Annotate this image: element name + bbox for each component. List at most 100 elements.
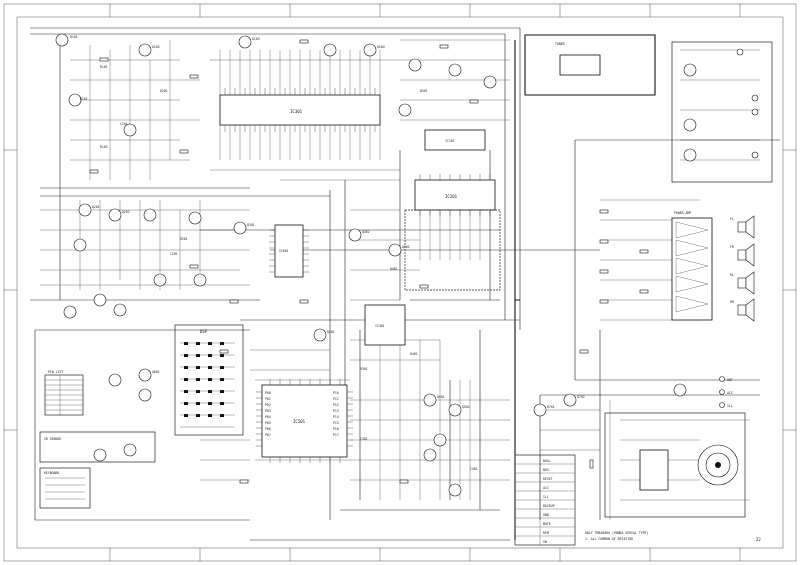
top-right-box: [671, 41, 773, 183]
svg-text:RESET: RESET: [543, 477, 553, 481]
ic-tuner-label: IC101: [445, 139, 455, 143]
pin-list-table: [44, 374, 84, 416]
svg-text:Q401: Q401: [327, 330, 335, 334]
svg-text:GND: GND: [543, 513, 549, 517]
right-label-ant: ANT: [727, 378, 733, 382]
svg-text:P14: P14: [333, 415, 339, 419]
ic-lcd-driver: [269, 224, 309, 278]
speaker-fr-icon: [737, 243, 755, 267]
svg-text:Q202: Q202: [122, 210, 130, 214]
speaker-rr-icon: [737, 298, 755, 322]
dsp-label: DSP: [200, 329, 208, 334]
speaker-fl-label: FL: [730, 217, 734, 221]
bus-lines: [30, 27, 780, 541]
svg-text:R201: R201: [180, 237, 188, 241]
pin-list-label: PIN LIST: [48, 370, 63, 374]
svg-text:R102: R102: [100, 145, 108, 149]
svg-text:ILL: ILL: [543, 495, 549, 499]
svg-text:Q601: Q601: [152, 370, 160, 374]
tuner-block: [524, 34, 656, 96]
tuner-label: TUNER: [555, 42, 565, 46]
svg-text:P17: P17: [333, 433, 339, 437]
connector-table: [514, 454, 576, 546]
note-2: 1. ALL COMMON OF RESISTOR: [585, 537, 633, 541]
svg-text:P15: P15: [333, 421, 339, 425]
speaker-fr-label: FR: [730, 245, 734, 249]
ic-mcu: [256, 379, 353, 463]
svg-text:R101: R101: [100, 65, 108, 69]
svg-text:D301: D301: [420, 89, 428, 93]
power-amp-label: POWER AMP: [674, 211, 691, 215]
svg-text:C201: C201: [170, 252, 178, 256]
svg-text:P04: P04: [265, 415, 271, 419]
svg-text:Q201: Q201: [92, 205, 100, 209]
ic-eq-label: IC201: [445, 194, 458, 199]
speaker-rl-icon: [737, 271, 755, 295]
svg-text:P00: P00: [265, 391, 271, 395]
right-label-acc: ACC: [727, 391, 733, 395]
speaker-rl-label: RL: [730, 273, 734, 277]
svg-text:Q702: Q702: [577, 395, 585, 399]
note-1: ONLY TRB4000U (HONDA SERIAL TYPE): [585, 531, 648, 535]
svg-text:P02: P02: [265, 403, 271, 407]
svg-text:P05: P05: [265, 421, 271, 425]
svg-text:ACC: ACC: [543, 486, 549, 490]
svg-text:Q104: Q104: [377, 45, 385, 49]
inner-frame: [16, 16, 784, 549]
keyboard-block: [39, 467, 91, 509]
svg-text:D401: D401: [390, 267, 398, 271]
transistors: [55, 33, 697, 497]
svg-text:C301: C301: [360, 437, 368, 441]
svg-text:Q302: Q302: [362, 230, 370, 234]
outer-frame: [3, 3, 797, 562]
svg-text:P13: P13: [333, 409, 339, 413]
speaker-fl-icon: [737, 215, 755, 239]
ic-main-label: IC301: [290, 109, 303, 114]
passive-components: [89, 39, 649, 484]
svg-text:Q502: Q502: [462, 405, 470, 409]
mechanism-block: [604, 412, 746, 518]
svg-text:Q103: Q103: [252, 37, 260, 41]
svg-text:P16: P16: [333, 427, 339, 431]
wiring-top-left: [40, 40, 250, 290]
ic-tuner: [424, 129, 486, 151]
svg-text:Q101: Q101: [70, 35, 78, 39]
mcu-pin-labels: P00 P01 P02 P03 P04 P05 P06 P07 P10 P11 …: [265, 391, 339, 437]
svg-text:Q402: Q402: [402, 245, 410, 249]
ic-amp: [364, 304, 406, 346]
svg-text:Q701: Q701: [547, 405, 555, 409]
svg-text:C401: C401: [470, 467, 478, 471]
svg-text:SW: SW: [543, 540, 547, 544]
dsp-block: [174, 324, 244, 436]
svg-text:R301: R301: [360, 367, 368, 371]
part-labels: Q101 Q102 Q103 Q104 Q201 Q202 Q301 Q302 …: [70, 35, 585, 471]
svg-text:C101: C101: [120, 122, 128, 126]
frame-ticks: [4, 4, 796, 561]
speaker-rr-label: RR: [730, 300, 734, 304]
svg-text:Q501: Q501: [437, 395, 445, 399]
ic-mcu-label: IC501: [293, 419, 306, 424]
ic-amp-label: IC401: [375, 324, 385, 328]
svg-text:P03: P03: [265, 409, 271, 413]
svg-text:D101: D101: [80, 97, 88, 101]
keyboard-label: KEYBOARD: [44, 471, 59, 475]
right-label-ill: ILL: [727, 404, 733, 408]
ic-main: [219, 88, 381, 132]
ic-lcd-driver-label: IC601: [279, 249, 289, 253]
ic-eq: [414, 174, 496, 216]
svg-text:P12: P12: [333, 403, 339, 407]
svg-text:P01: P01: [265, 397, 271, 401]
svg-text:BUS+: BUS+: [543, 459, 551, 463]
svg-text:BACKUP: BACKUP: [543, 504, 555, 508]
connector-pin-labels: BUS+ BUS- RESET ACC ILL BACKUP GND MUTE …: [543, 459, 555, 544]
page-number: 22: [756, 537, 761, 542]
svg-text:P10: P10: [333, 391, 339, 395]
svg-text:D201: D201: [160, 89, 168, 93]
right-connectors: [719, 376, 725, 408]
sub-box-dashed: [404, 209, 501, 291]
svg-text:P06: P06: [265, 427, 271, 431]
svg-text:Q102: Q102: [152, 45, 160, 49]
svg-text:P07: P07: [265, 433, 271, 437]
